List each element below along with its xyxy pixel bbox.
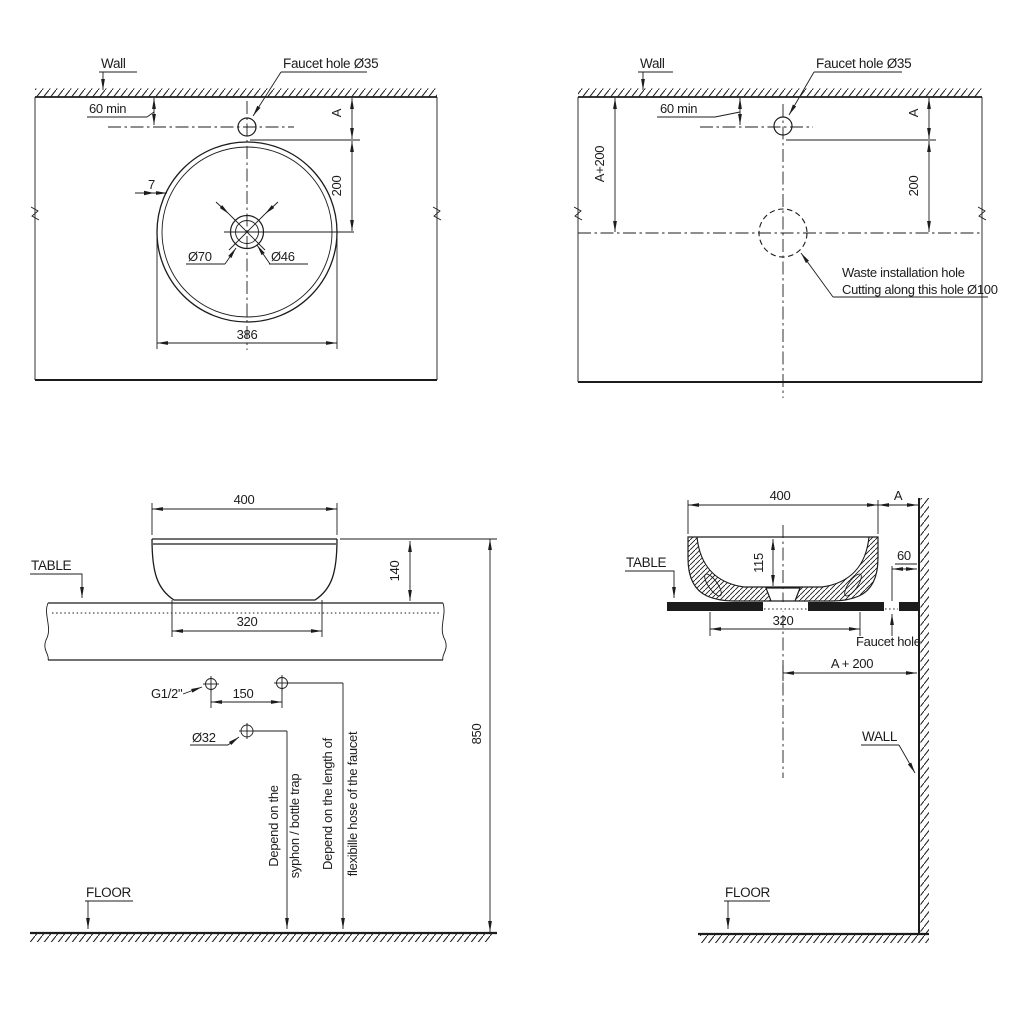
table-break-left (44, 602, 50, 661)
basin-outline (151, 538, 338, 601)
dim-200: 200 (329, 176, 344, 197)
trap-note-line1: Depend on the (266, 785, 281, 866)
floor-label: FLOOR (725, 885, 771, 900)
waste-hole-gap (763, 602, 808, 611)
faucet-offset-dim: 60 (897, 548, 911, 563)
countertop-outline (573, 97, 987, 383)
faucet-hole-gap (884, 602, 899, 611)
depth-dim: 115 (751, 553, 766, 573)
break-mark (977, 206, 987, 221)
hose-note-line1: Depend on the length of (320, 737, 335, 870)
table-slab (667, 602, 918, 611)
offset-min-dim: 60 min (89, 101, 126, 116)
faucet-hole (773, 116, 793, 136)
floor-hatch (30, 934, 492, 942)
faucet-leader (788, 71, 815, 116)
wall-hatch (920, 498, 929, 935)
supply-fittings (203, 675, 290, 692)
floor-hatch (700, 935, 929, 943)
base-width-dim: 320 (773, 613, 794, 628)
overall-height-dim: 850 (469, 724, 484, 745)
top-plan-view: Wall Faucet hole Ø35 60 min 7 Ø70 Ø46 (30, 56, 442, 381)
break-mark (573, 206, 583, 221)
faucet-leader (252, 71, 282, 117)
foot-slot-left (704, 573, 722, 597)
offset-min-dim: 60 min (660, 101, 697, 116)
wall-label: WALL (862, 729, 898, 744)
supply-span-dim: 150 (233, 686, 254, 701)
dim-a: A (894, 488, 903, 503)
hose-note-line2: flexibille hose of the faucet (345, 731, 360, 876)
drain-outer-dia-label: Ø70 (188, 249, 212, 264)
dim-200: 200 (906, 176, 921, 197)
wall-label: Wall (101, 56, 126, 71)
wall-leader (898, 744, 916, 774)
faucet-hole-label: Faucet hole (856, 634, 921, 649)
table-leader (72, 573, 84, 598)
faucet-hole-label: Faucet hole Ø35 (283, 56, 378, 71)
foot-slot-right (844, 573, 862, 597)
dim-a: A (906, 108, 921, 117)
width-dim: 400 (234, 492, 255, 507)
break-mark (30, 206, 40, 221)
faucet-hole-label: Faucet hole Ø35 (816, 56, 911, 71)
cutout-plan-view: Wall Faucet hole Ø35 60 min A+200 A 200 … (573, 56, 998, 398)
front-elevation-view: 400 140 TABLE 320 850 G1/2" (30, 492, 497, 942)
trap-note-line2: syphon / bottle trap (287, 774, 302, 879)
wall-hatch (578, 88, 982, 97)
table-label: TABLE (626, 555, 667, 570)
waste-hole-circle (758, 208, 808, 258)
table-leader (664, 570, 676, 598)
rim-thickness-dim: 7 (148, 177, 155, 192)
height-dim: 140 (387, 561, 402, 582)
wall-hatch (35, 88, 437, 97)
waste-note-line2: Cutting along this hole Ø100 (842, 282, 998, 297)
break-mark (432, 206, 442, 221)
basin-diameter-dim: 386 (237, 327, 258, 342)
waste-leader (800, 252, 834, 298)
floor-label: FLOOR (86, 885, 132, 900)
table-break-right (441, 602, 447, 661)
countertop-outline (30, 97, 442, 381)
table-label: TABLE (31, 558, 72, 573)
basin-section (687, 536, 879, 602)
drain-inner-dia-label: Ø46 (271, 249, 295, 264)
side-section-view: 400 A 115 60 TABLE 320 Faucet hole (625, 488, 929, 943)
dim-a-plus-200: A + 200 (831, 656, 873, 671)
waste-note-line1: Waste installation hole (842, 265, 965, 280)
faucet-hole (237, 117, 257, 137)
base-width-dim: 320 (237, 614, 258, 629)
dim-a-plus-200: A+200 (592, 146, 607, 183)
width-dim: 400 (770, 488, 791, 503)
wall-label: Wall (640, 56, 665, 71)
supply-thread-label: G1/2" (151, 686, 183, 701)
table-slab (44, 602, 447, 661)
drain-pipe-dia-label: Ø32 (192, 730, 216, 745)
dim-a: A (329, 108, 344, 117)
